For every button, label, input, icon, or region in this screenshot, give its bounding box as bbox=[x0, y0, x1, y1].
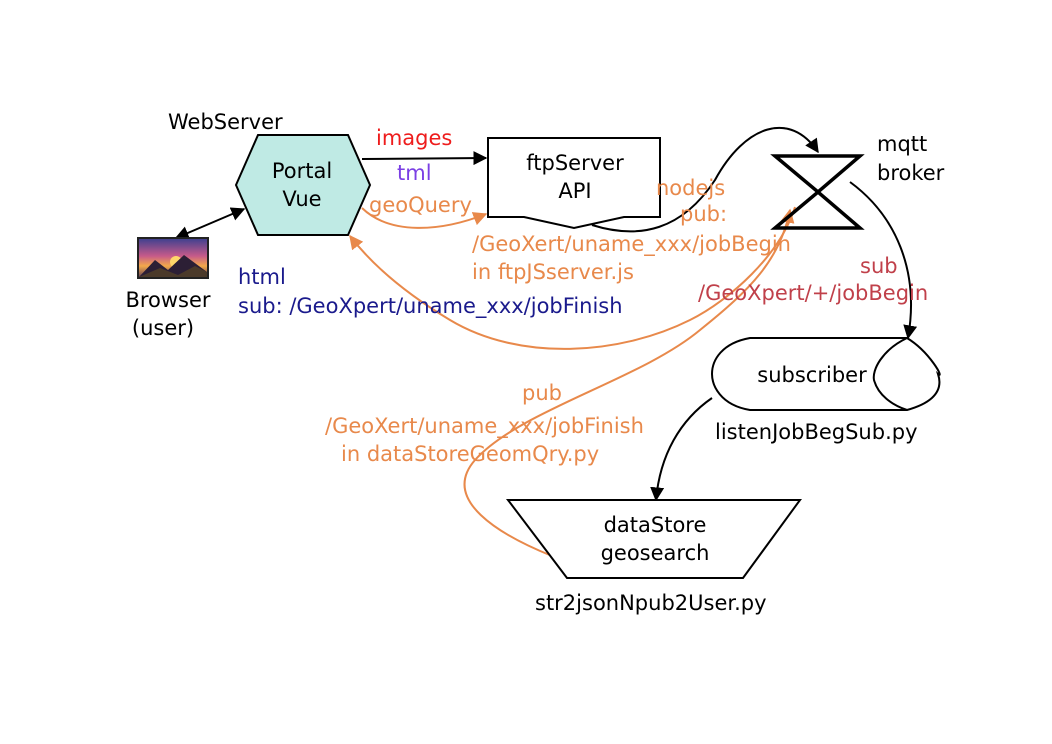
browser-label-line1: Browser bbox=[125, 288, 210, 312]
pub-bottom-label: pub bbox=[522, 381, 562, 405]
portal-hexagon bbox=[234, 134, 372, 236]
datastore-script-label: str2jsonNpub2User.py bbox=[535, 591, 767, 615]
sub-topic-label: /GeoXpert/+/jobBegin bbox=[698, 281, 928, 305]
portal-label-line2: Vue bbox=[282, 187, 321, 211]
subscriber-inner-curve bbox=[872, 337, 908, 411]
geoquery-label: geoQuery bbox=[369, 193, 472, 217]
broker-label-line1: mqtt bbox=[877, 132, 927, 156]
html-label: html bbox=[238, 265, 286, 289]
ftpserver-label-line2: API bbox=[558, 179, 591, 203]
images-arrow bbox=[361, 151, 488, 166]
ftpserver-label-line1: ftpServer bbox=[526, 151, 624, 175]
pub-top-label: pub: bbox=[680, 202, 727, 226]
portal-node: Portal Vue bbox=[234, 134, 372, 236]
portal-label-line1: Portal bbox=[272, 159, 332, 183]
nodejs-label: nodejs bbox=[656, 176, 725, 200]
datastore-trapezoid bbox=[505, 499, 802, 579]
topic-finish-label: /GeoXert/uname_xxx/jobFinish bbox=[325, 414, 644, 439]
ftpserver-node: ftpServer API bbox=[487, 137, 661, 230]
browser-portal-arrow bbox=[174, 207, 246, 240]
browser-label-line2: (user) bbox=[132, 316, 194, 340]
subscriber-label: subscriber bbox=[757, 363, 867, 387]
tml-label: tml bbox=[397, 161, 432, 185]
broker-to-portal-arrow bbox=[349, 206, 796, 350]
ftp-to-broker-arrow bbox=[591, 126, 819, 233]
ftpserver-document-shape bbox=[487, 137, 661, 230]
geoquery-arrow bbox=[361, 207, 488, 229]
broker-label-line2: broker bbox=[877, 161, 945, 185]
in-ftp-label: in ftpJSserver.js bbox=[472, 260, 634, 284]
subscriber-to-datastore-arrow bbox=[650, 397, 713, 502]
datastore-node: dataStore geosearch bbox=[505, 499, 802, 579]
subscriber-script-label: listenJobBegSub.py bbox=[715, 420, 918, 444]
topic-begin-label: /GeoXert/uname_xxx/jobBegin bbox=[472, 232, 791, 257]
in-datastore-label: in dataStoreGeomQry.py bbox=[341, 442, 599, 466]
sub-label: sub bbox=[860, 254, 898, 278]
webserver-label: WebServer bbox=[168, 110, 283, 134]
datastore-label-line1: dataStore bbox=[604, 513, 707, 537]
landscape-picture-icon bbox=[137, 237, 209, 279]
hourglass-icon bbox=[770, 154, 865, 230]
subscriber-node: subscriber bbox=[710, 337, 941, 411]
sub-finish-label: sub: /GeoXpert/uname_xxx/jobFinish bbox=[238, 294, 623, 319]
images-label: images bbox=[376, 126, 452, 150]
broker-to-subscriber-arrow bbox=[849, 181, 918, 340]
datastore-to-broker-arrow bbox=[463, 208, 795, 557]
datastore-label-line2: geosearch bbox=[601, 541, 710, 565]
